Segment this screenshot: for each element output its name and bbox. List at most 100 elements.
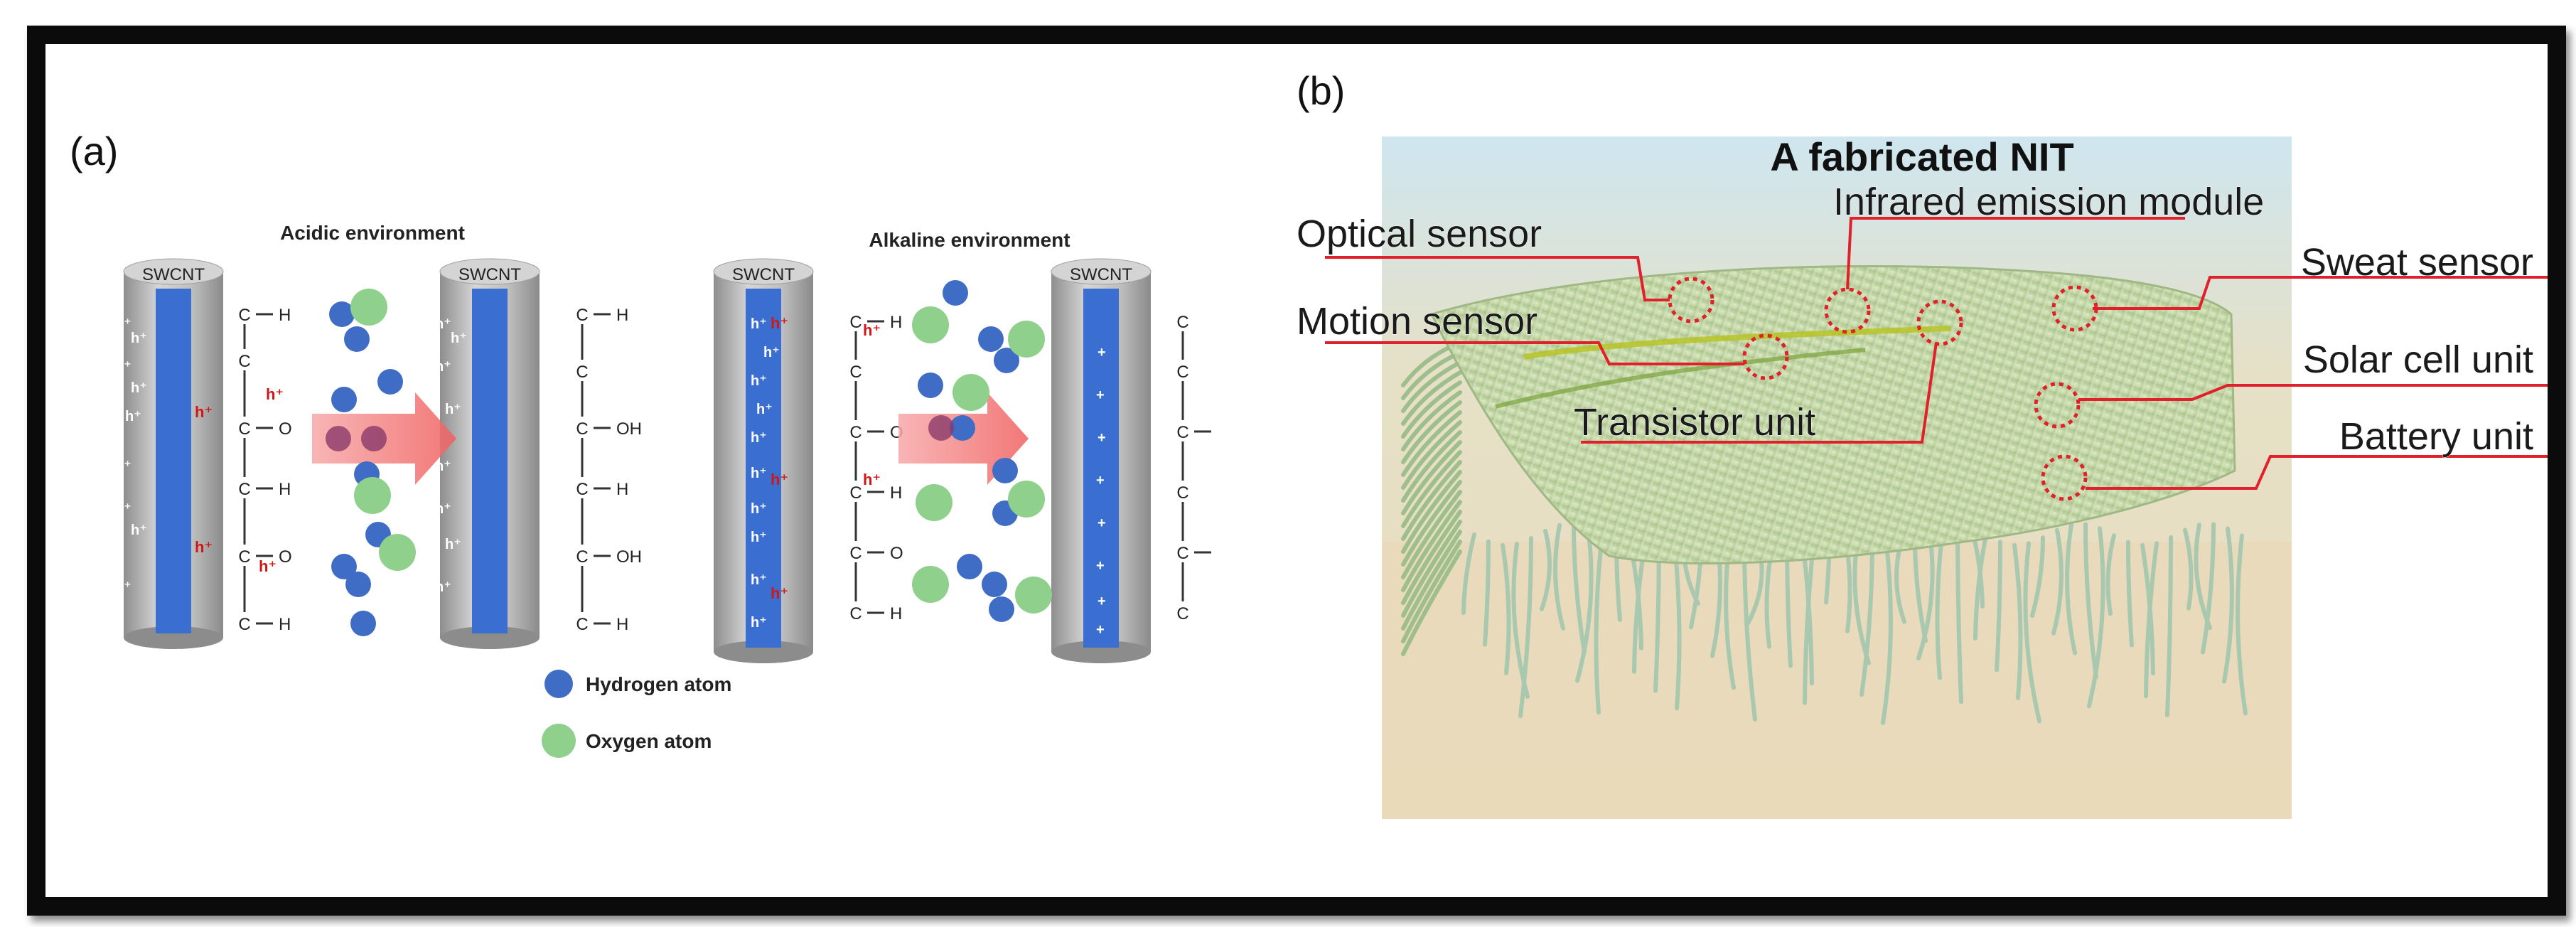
atom-bg — [236, 303, 253, 324]
carbon-atom: C — [849, 483, 862, 503]
hole-charge: h⁺ — [751, 316, 767, 332]
component-marker — [1668, 277, 1714, 323]
fringe-thread — [1483, 539, 1491, 647]
hole-charge: h⁺ — [131, 331, 147, 346]
tube-core — [746, 289, 781, 648]
oxygen-atom-label: O — [890, 544, 903, 563]
conductive-thread-2 — [1495, 348, 1866, 409]
hydrogen-atom-label: H — [279, 480, 291, 499]
swcnt-tubes: SWCNTh⁺h⁺h⁺h⁺h⁺h⁺h⁺h⁺h⁺SWCNTh⁺h⁺h⁺h⁺h⁺h⁺… — [115, 258, 1152, 663]
hole-marker: h⁺ — [195, 538, 213, 556]
carbon-atom: C — [1176, 363, 1188, 382]
hydrogen-atom — [918, 373, 943, 398]
tube-core — [472, 289, 508, 633]
hydrogen-atom — [989, 596, 1014, 622]
callout-leader — [1325, 256, 1670, 301]
hole-charge: h⁺ — [451, 331, 467, 346]
carbon-atom: C — [1176, 313, 1188, 332]
carbon-atom: C — [576, 480, 588, 499]
hydrogen-atom-label: H — [616, 306, 628, 325]
tube-bottom — [124, 626, 223, 649]
carbon-atom: C — [238, 352, 250, 371]
tube-bottom — [1051, 641, 1151, 663]
fringe-thread — [1401, 380, 1462, 439]
hole-charge: h⁺ — [756, 402, 773, 417]
carbon-atom: C — [849, 544, 862, 563]
figure-frame: (a) Acidic environment Alkaline environm… — [27, 26, 2566, 916]
oxygen-atom — [354, 477, 391, 514]
fringe-thread — [2023, 541, 2041, 724]
carbon-atom: C — [576, 306, 588, 325]
oxygen-atom — [952, 374, 989, 411]
fringe-thread — [1401, 460, 1462, 541]
atom-bg — [1174, 481, 1191, 502]
fringe-thread — [1401, 480, 1462, 567]
component-marker — [1824, 287, 1871, 334]
carbon-atom: C — [1176, 544, 1188, 563]
fringe-thread — [1859, 540, 1874, 697]
oxygen-legend-marker — [542, 724, 576, 758]
carbon-atom: C — [238, 306, 250, 325]
hydrogen-atom — [326, 426, 351, 451]
carbon-atom: C — [238, 419, 250, 439]
hydrogen-atom — [345, 572, 371, 597]
fringe-thread — [1501, 542, 1511, 675]
fringe-thread — [1401, 540, 1462, 643]
fringe-thread — [2165, 535, 2173, 717]
hydrogen-atom — [943, 280, 968, 306]
carbon-atom: C — [1176, 483, 1188, 503]
fringe-thread — [1401, 520, 1462, 618]
callout-label-solar: Solar cell unit — [2303, 338, 2533, 381]
tube-top — [713, 258, 814, 285]
hole-charge: h⁺ — [115, 501, 132, 517]
carbon-atom: C — [1176, 604, 1188, 623]
tube-bottom — [440, 626, 540, 649]
carbon-atom: C — [238, 480, 250, 499]
fringe-thread — [1955, 522, 1963, 704]
atom-bg — [847, 310, 864, 331]
hole-marker: h⁺ — [266, 385, 284, 403]
hydroxyl-group: OH — [616, 547, 642, 567]
hydrogen-atom — [978, 326, 1004, 352]
reaction-arrows — [312, 392, 1029, 485]
atom-bg — [236, 545, 253, 566]
carbon-atom: C — [576, 363, 588, 382]
carbon-atom: C — [849, 604, 862, 623]
atom-bg — [847, 541, 864, 562]
hydrogen-atom — [982, 572, 1007, 597]
chain-alkaline-after: CCC CC C — [1174, 310, 1220, 623]
component-marker — [1916, 299, 1963, 346]
tube-bottom — [714, 641, 813, 663]
atom-bg — [574, 477, 591, 498]
callout-leader — [1325, 341, 1744, 365]
callout-leader — [1581, 342, 1938, 444]
atom-bg — [574, 612, 591, 633]
hole-charge: h⁺ — [125, 409, 141, 424]
atom-bg — [574, 417, 591, 438]
alkaline-title: Alkaline environment — [869, 229, 1070, 251]
plus-charge: + — [1098, 430, 1106, 446]
plus-charge: + — [1098, 594, 1106, 609]
fringe-thread — [1401, 490, 1462, 579]
hole-charge: h⁺ — [751, 373, 767, 389]
fringe-thread — [2222, 526, 2234, 684]
component-marker — [1742, 333, 1789, 380]
atom-bg — [574, 303, 591, 324]
atom-legend: Hydrogen atom Oxygen atom — [542, 670, 731, 758]
plus-charge: + — [1098, 515, 1106, 531]
atom-bg — [847, 481, 864, 502]
atom-bg — [1174, 420, 1191, 441]
atom-bg — [847, 601, 864, 623]
fringe-thread — [2051, 527, 2064, 636]
hydrogen-atom-label — [1217, 423, 1220, 442]
fringe-thread — [1401, 530, 1462, 631]
atom-bg — [236, 477, 253, 498]
hole-charge: h⁺ — [445, 402, 461, 417]
fringe-thread — [2201, 522, 2216, 655]
tube-label: SWCNT — [142, 265, 205, 284]
hydrogen-atom-label: H — [279, 615, 291, 634]
